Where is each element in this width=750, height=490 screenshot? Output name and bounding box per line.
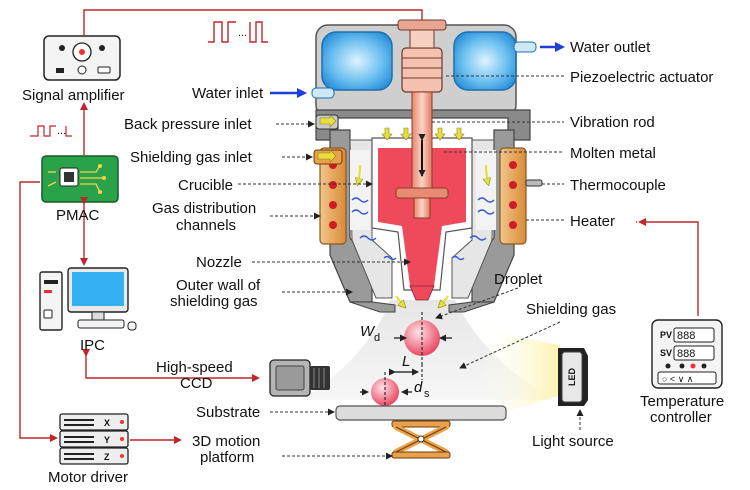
cooling-water-chamber-left xyxy=(321,31,393,91)
pv-label: PV xyxy=(660,330,672,340)
light-beam xyxy=(480,330,560,420)
heater-right xyxy=(499,147,527,245)
water-inlet-tube xyxy=(311,87,335,99)
heater-left xyxy=(319,147,347,245)
symbol-ds: d xyxy=(414,379,423,396)
water-inlet-label: Water inlet xyxy=(192,85,264,102)
pulse-dots-top: ... xyxy=(238,27,247,39)
piezoelectric-actuator xyxy=(401,47,443,93)
motion-platform xyxy=(391,420,451,459)
svg-text:○ < ∨ ∧: ○ < ∨ ∧ xyxy=(662,374,693,384)
substrate xyxy=(335,405,507,421)
motion-platform-label-1: 3D motion xyxy=(192,433,260,450)
temperature-controller-label-2: controller xyxy=(650,409,712,426)
droplet-generator xyxy=(311,19,543,313)
thermocouple-label: Thermocouple xyxy=(570,177,666,194)
molten-metal-label: Molten metal xyxy=(570,145,656,162)
heater-label: Heater xyxy=(570,213,615,230)
motion-platform-label-2: platform xyxy=(200,449,254,466)
piezoelectric-actuator-label: Piezoelectric actuator xyxy=(570,69,713,86)
ipc-label: IPC xyxy=(80,337,105,354)
vibration-rod-label: Vibration rod xyxy=(570,114,655,131)
axis-z-label: Z xyxy=(104,452,110,462)
axis-x-label: X xyxy=(104,418,110,428)
temperature-controller-label-1: Temperature xyxy=(640,393,724,410)
symbol-wd-sub: d xyxy=(374,332,380,344)
pmac-board xyxy=(41,155,119,203)
gas-distribution-label-2: channels xyxy=(176,217,236,234)
pmac-label: PMAC xyxy=(56,207,100,224)
back-pressure-inlet-label: Back pressure inlet xyxy=(124,116,252,133)
axis-y-label: Y xyxy=(104,435,110,445)
svg-text:888: 888 xyxy=(677,348,695,360)
cooling-water-chamber-right xyxy=(453,31,517,91)
temperature-controller: PV SV 888 888 ○ < ∨ ∧ xyxy=(651,319,723,389)
shielding-gas-inlet-label: Shielding gas inlet xyxy=(130,149,253,166)
ipc-computer xyxy=(39,267,137,331)
water-outlet-label: Water outlet xyxy=(570,39,651,56)
thermocouple-probe xyxy=(525,179,543,187)
leader-lines xyxy=(238,75,584,460)
outer-wall-label-2: shielding gas xyxy=(170,293,258,310)
pulse-dots-left: ... xyxy=(57,125,66,137)
crucible-label: Crucible xyxy=(178,177,233,194)
symbol-ds-sub: s xyxy=(424,388,430,400)
motor-driver-label: Motor driver xyxy=(48,469,128,486)
led-light-source: LED xyxy=(558,348,588,406)
symbol-l: L xyxy=(402,353,410,370)
high-speed-ccd-label-1: High-speed xyxy=(156,359,233,376)
control-lines xyxy=(19,9,699,444)
water-outlet-tube xyxy=(513,41,537,53)
nozzle-label: Nozzle xyxy=(196,254,242,271)
signal-amplifier xyxy=(43,35,121,81)
symbol-wd: W xyxy=(360,323,376,340)
sv-label: SV xyxy=(660,348,672,358)
droplet-label: Droplet xyxy=(494,271,543,288)
led-label: LED xyxy=(567,367,577,386)
motor-driver: X Y Z xyxy=(59,413,129,465)
high-speed-ccd xyxy=(269,359,330,397)
high-speed-ccd-label-2: CCD xyxy=(180,375,213,392)
shielding-gas-label: Shielding gas xyxy=(526,301,616,318)
substrate-label: Substrate xyxy=(196,404,260,421)
light-source-label: Light source xyxy=(532,433,614,450)
signal-amplifier-label: Signal amplifier xyxy=(22,87,125,104)
outer-wall-label-1: Outer wall of xyxy=(176,277,261,294)
svg-text:888: 888 xyxy=(677,330,695,342)
gas-distribution-label-1: Gas distribution xyxy=(152,200,256,217)
